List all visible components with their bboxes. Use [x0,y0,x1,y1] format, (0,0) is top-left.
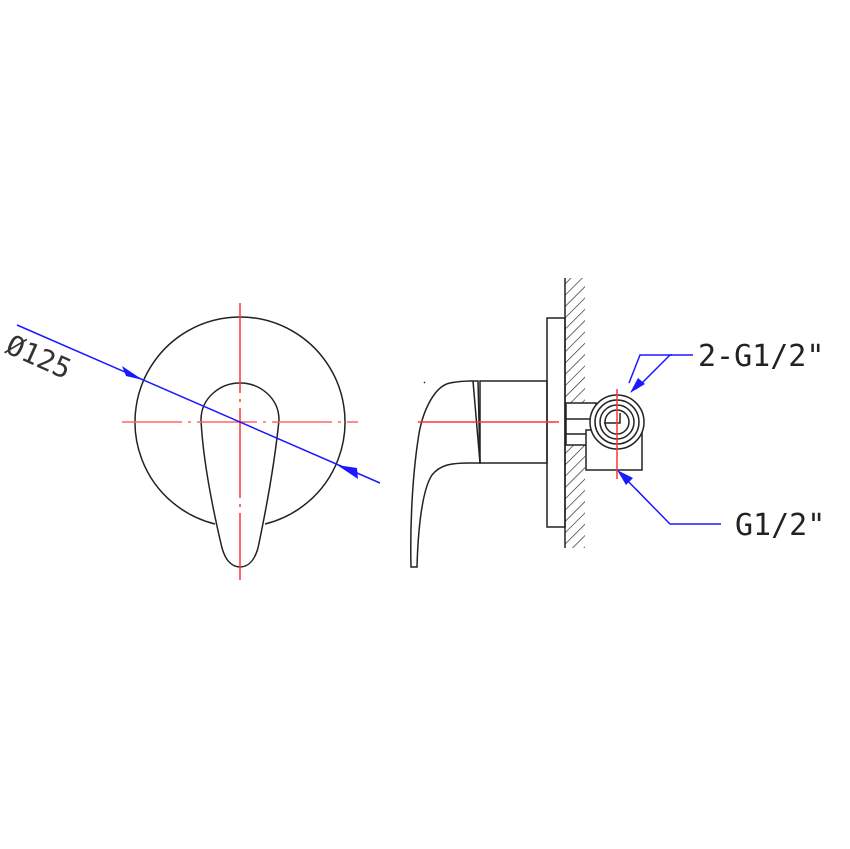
inlet-leader-line [622,475,721,525]
outlet-label: 2-G1/2" [698,339,824,374]
front-view: Ø125 [1,303,381,580]
side-view [410,278,721,568]
diameter-dimension-line [16,324,381,484]
diameter-label: Ø125 [1,328,76,386]
inlet-label: G1/2" [735,508,825,543]
dimension-arrow-icon [337,465,358,479]
leader-arrow-icon [630,378,645,393]
outlet-leader-diag [635,354,671,390]
outlet-leader-line [628,354,672,384]
leader-arrow-icon [617,470,633,485]
dimension-arrow-icon [122,366,143,380]
bore-notch [604,413,621,424]
handle-outline-side [410,380,481,568]
